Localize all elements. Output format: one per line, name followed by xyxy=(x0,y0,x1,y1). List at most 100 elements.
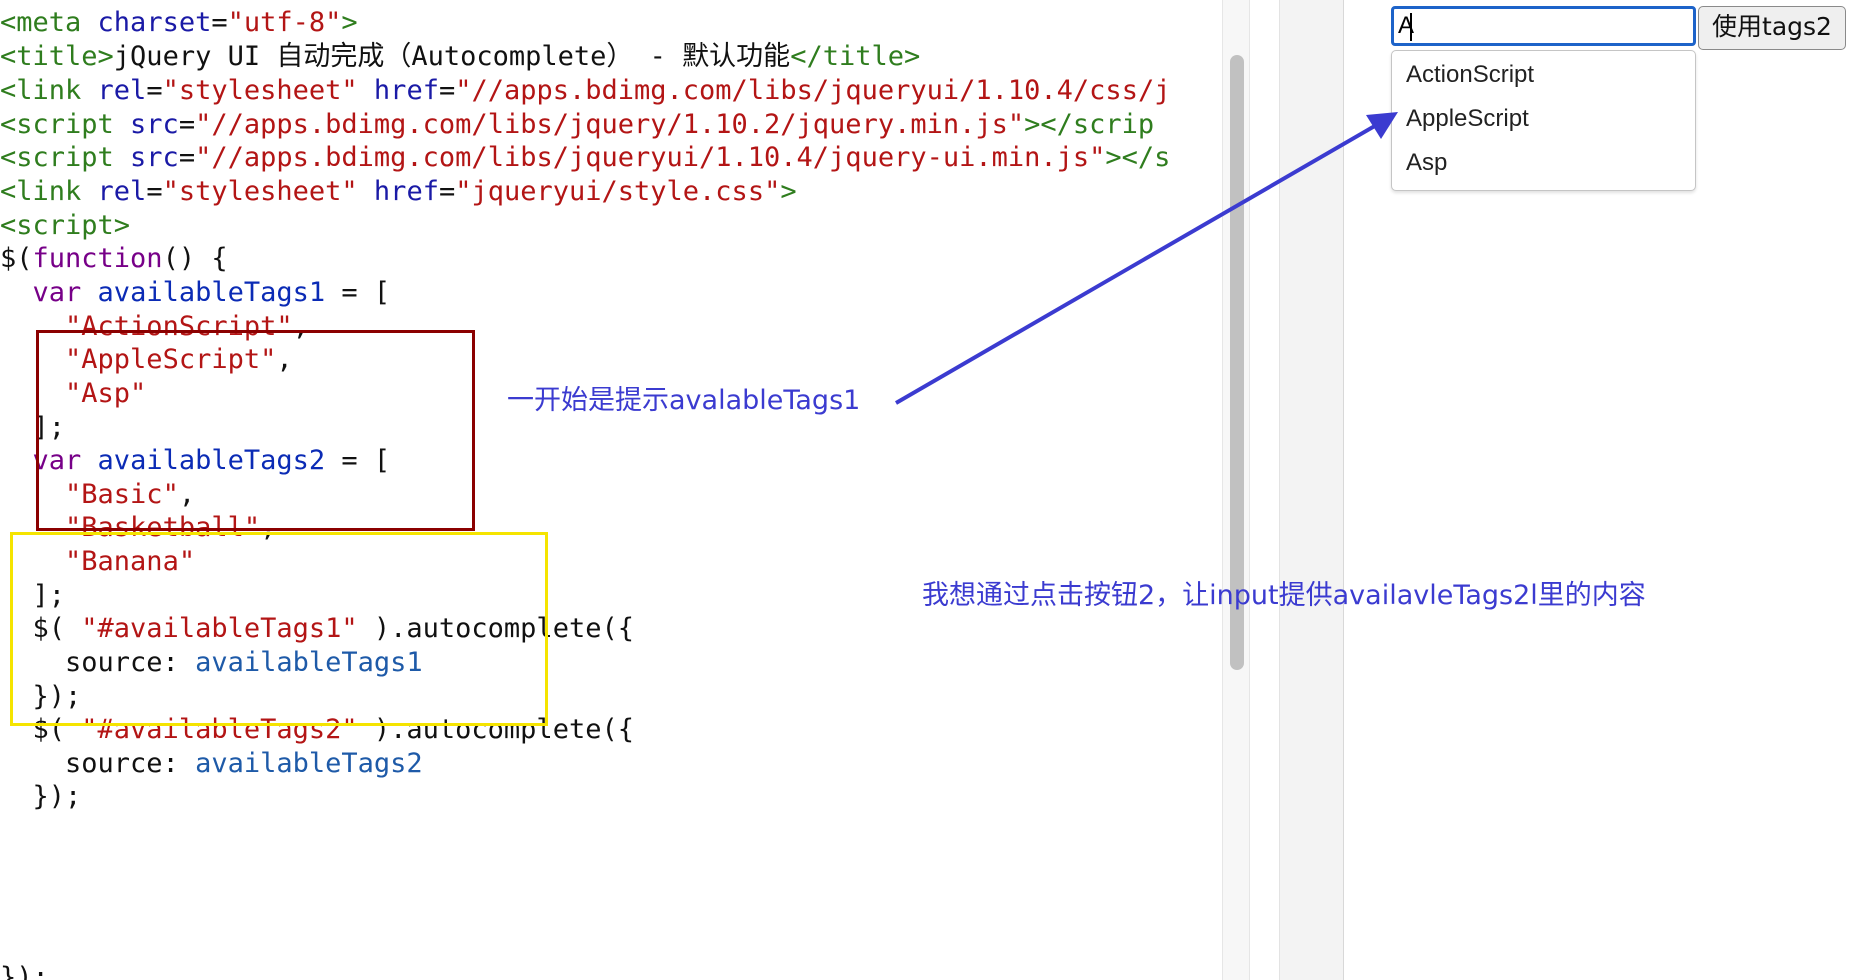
pane-divider[interactable] xyxy=(1280,0,1344,980)
code-token xyxy=(0,277,33,308)
code-token: <script xyxy=(0,109,131,140)
code-line-18: ]; xyxy=(0,576,66,616)
code-token: function xyxy=(32,243,163,274)
code-token: <link xyxy=(0,176,98,207)
code-line-14: var availableTags2 = [ xyxy=(0,441,391,481)
code-token: , xyxy=(276,344,293,375)
code-token: var xyxy=(32,277,82,308)
code-token: href xyxy=(357,176,439,207)
code-token: "AppleScript" xyxy=(65,344,277,375)
code-token: var xyxy=(32,445,82,476)
code-line-21: }); xyxy=(0,677,82,717)
pane-gutter xyxy=(1250,0,1280,980)
code-line-7: <script> xyxy=(0,206,130,246)
code-token: = xyxy=(438,75,456,106)
code-line-11: "AppleScript", xyxy=(0,340,293,380)
code-line-20: source: availableTags1 xyxy=(0,643,423,683)
code-token: "Basketball" xyxy=(65,512,261,543)
code-line-10: "ActionScript", xyxy=(0,307,309,347)
code-line-24: }); xyxy=(0,777,82,817)
code-token: <title> xyxy=(0,41,114,72)
code-token: "Asp" xyxy=(65,378,147,409)
code-token: = [ xyxy=(325,277,391,308)
code-token: "Banana" xyxy=(65,546,196,577)
code-line-12: "Asp" xyxy=(0,374,146,414)
code-token: , xyxy=(260,512,277,543)
code-token: = xyxy=(178,142,196,173)
code-token: "ActionScript" xyxy=(65,311,293,342)
code-token: "utf-8" xyxy=(227,7,342,38)
code-token: <script xyxy=(0,142,131,173)
code-token: () { xyxy=(162,243,228,274)
code-token: availableTags1 xyxy=(81,277,326,308)
autocomplete-item[interactable]: ActionScript xyxy=(1406,61,1535,88)
code-token: src xyxy=(130,109,179,140)
code-token: = xyxy=(211,7,228,38)
code-token: availableTags2 xyxy=(81,445,326,476)
annotation-note-initial: 一开始是提示avalableTags1 xyxy=(507,385,861,416)
code-line-4: <script src="//apps.bdimg.com/libs/jquer… xyxy=(0,105,1154,145)
code-token: "//apps.bdimg.com/libs/jqueryui/1.10.4/j… xyxy=(195,142,1106,173)
code-token xyxy=(0,445,33,476)
code-line-23: source: availableTags2 xyxy=(0,744,423,784)
code-token: "//apps.bdimg.com/libs/jquery/1.10.2/jqu… xyxy=(195,109,1025,140)
code-token: = xyxy=(146,176,163,207)
code-token: source: xyxy=(0,647,196,678)
code-token: , xyxy=(292,311,309,342)
code-token: ></s xyxy=(1105,142,1171,173)
code-token: }); xyxy=(0,681,82,712)
annotation-note-question: 我想通过点击按钮2，让input提供availavleTags2l里的内容 xyxy=(922,580,1646,611)
code-line-6: <link rel="stylesheet" href="jqueryui/st… xyxy=(0,172,797,212)
code-token: = xyxy=(438,176,456,207)
code-line-25: }); xyxy=(0,958,49,980)
code-line-9: var availableTags1 = [ xyxy=(0,273,391,313)
code-line-1: <meta charset="utf-8"> xyxy=(0,3,358,43)
code-line-3: <link rel="stylesheet" href="//apps.bdim… xyxy=(0,71,1170,111)
code-token: ></scrip xyxy=(1024,109,1155,140)
code-line-19: $( "#availableTags1" ).autocomplete({ xyxy=(0,609,634,649)
code-token: <meta xyxy=(0,7,98,38)
code-token: $( xyxy=(0,714,82,745)
autocomplete-menu: ActionScript AppleScript Asp xyxy=(1391,50,1696,191)
code-token: }); xyxy=(0,781,82,812)
code-token: $( xyxy=(0,613,82,644)
code-token: charset xyxy=(97,7,212,38)
code-line-22: $( "#availableTags2" ).autocomplete({ xyxy=(0,710,634,750)
code-token: = [ xyxy=(325,445,391,476)
code-token: jQuery UI 自动完成（Autocomplete） - 默认功能 xyxy=(113,41,791,72)
code-token: ).autocomplete({ xyxy=(357,714,634,745)
code-token: availableTags1 xyxy=(195,647,423,678)
highlight-box-tags2 xyxy=(10,532,548,726)
code-token: > xyxy=(341,7,358,38)
code-line-8: $(function() { xyxy=(0,239,228,279)
code-token: ).autocomplete({ xyxy=(357,613,634,644)
code-token: "Basic" xyxy=(65,479,179,510)
code-token: "//apps.bdimg.com/libs/jqueryui/1.10.4/c… xyxy=(455,75,1171,106)
code-token: $( xyxy=(0,243,33,274)
autocomplete-item[interactable]: Asp xyxy=(1406,149,1448,176)
code-line-16: "Basketball", xyxy=(0,508,276,548)
code-token: "stylesheet" xyxy=(162,176,358,207)
code-token: availableTags2 xyxy=(195,748,423,779)
code-token: src xyxy=(130,142,179,173)
code-editor[interactable]: <meta charset="utf-8"> <title>jQuery UI … xyxy=(0,0,1222,980)
code-token: > xyxy=(780,176,797,207)
autocomplete-item[interactable]: AppleScript xyxy=(1406,105,1529,132)
code-token: = xyxy=(146,75,163,106)
code-token: "stylesheet" xyxy=(162,75,358,106)
code-token: ]; xyxy=(0,580,66,611)
code-token: = xyxy=(178,109,196,140)
code-token: href xyxy=(357,75,439,106)
code-token: "#availableTags2" xyxy=(81,714,358,745)
code-line-17: "Banana" xyxy=(0,542,195,582)
code-token: source: xyxy=(0,748,196,779)
use-tags2-button[interactable]: 使用tags2 xyxy=(1698,6,1846,50)
code-token: rel xyxy=(97,176,147,207)
code-line-15: "Basic", xyxy=(0,475,195,515)
code-token: "jqueryui/style.css" xyxy=(455,176,781,207)
code-token: </title> xyxy=(790,41,921,72)
code-token: rel xyxy=(97,75,147,106)
code-token: }); xyxy=(0,962,49,980)
autocomplete-input[interactable] xyxy=(1391,6,1696,46)
code-token: <script> xyxy=(0,210,131,241)
